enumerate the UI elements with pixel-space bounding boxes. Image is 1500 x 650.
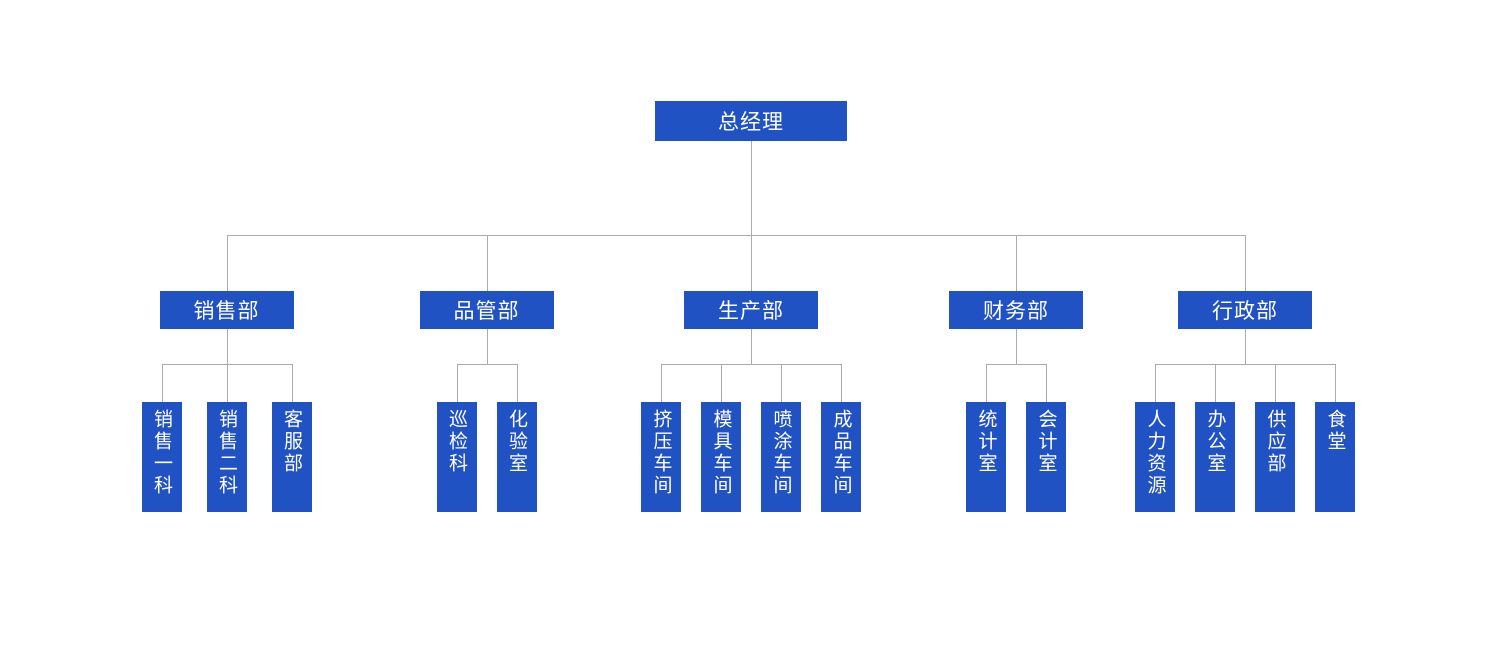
sub-node-2-0: 挤压车间 <box>641 402 681 512</box>
connector-line <box>1335 364 1336 402</box>
dept-node-0: 销售部 <box>159 291 294 329</box>
connector-line <box>1155 364 1156 402</box>
connector-line <box>661 364 662 402</box>
connector-line <box>226 364 228 402</box>
sub-node-0-0-label: 销售一科 <box>151 409 173 497</box>
connector-line <box>516 364 518 402</box>
sub-node-3-1: 会计室 <box>1026 402 1066 512</box>
dept-node-2-label: 生产部 <box>718 299 784 323</box>
sub-node-0-0: 销售一科 <box>141 402 182 512</box>
connector-line <box>1275 364 1276 402</box>
sub-node-4-1: 办公室 <box>1195 402 1235 512</box>
connector-line <box>226 329 228 364</box>
connector-line <box>456 364 458 402</box>
sub-node-4-2: 供应部 <box>1255 402 1295 512</box>
connector-line <box>986 364 987 402</box>
dept-node-0-label: 销售部 <box>193 299 260 323</box>
sub-node-2-3: 成品车间 <box>821 402 861 512</box>
sub-node-2-1: 模具车间 <box>701 402 741 512</box>
connector-line <box>986 364 1046 365</box>
sub-node-1-0-label: 巡检科 <box>446 409 468 475</box>
connector-line <box>456 364 517 365</box>
sub-node-2-3-label: 成品车间 <box>830 409 853 497</box>
sub-node-0-1: 销售二科 <box>206 402 247 512</box>
sub-node-4-0: 人力资源 <box>1135 402 1175 512</box>
dept-node-4: 行政部 <box>1178 291 1312 329</box>
connector-line <box>781 364 782 402</box>
dept-node-1: 品管部 <box>419 291 554 329</box>
connector-line <box>1155 364 1335 365</box>
connector-line <box>1016 235 1017 291</box>
connector-line <box>1245 235 1246 291</box>
sub-node-4-2-label: 供应部 <box>1264 409 1287 475</box>
sub-node-3-0-label: 统计室 <box>975 409 998 475</box>
sub-node-2-1-label: 模具车间 <box>710 409 733 497</box>
connector-line <box>1215 364 1216 402</box>
sub-node-0-1-label: 销售二科 <box>216 409 238 497</box>
connector-line <box>226 235 228 291</box>
connector-line <box>486 329 488 364</box>
connector-line <box>751 329 752 364</box>
sub-node-0-2: 客服部 <box>271 402 312 512</box>
root-node: 总经理 <box>655 101 847 141</box>
sub-node-4-1-label: 办公室 <box>1204 409 1227 475</box>
connector-line <box>161 364 163 402</box>
sub-node-0-2-label: 客服部 <box>281 409 303 475</box>
dept-node-3-label: 财务部 <box>983 299 1049 323</box>
connector-line <box>486 235 488 291</box>
dept-node-1-label: 品管部 <box>453 299 520 323</box>
sub-node-3-0: 统计室 <box>966 402 1006 512</box>
connector-line <box>751 141 752 235</box>
connector-line <box>721 364 722 402</box>
dept-node-4-label: 行政部 <box>1212 299 1278 323</box>
connector-line <box>751 235 752 291</box>
connector-line <box>841 364 842 402</box>
sub-node-4-0-label: 人力资源 <box>1144 409 1167 497</box>
connector-line <box>291 364 293 402</box>
connector-line <box>1245 329 1246 364</box>
connector-line <box>1046 364 1047 402</box>
sub-node-2-2-label: 喷涂车间 <box>770 409 793 497</box>
sub-node-1-0: 巡检科 <box>436 402 477 512</box>
sub-node-1-1: 化验室 <box>496 402 537 512</box>
connector-line <box>661 364 841 365</box>
sub-node-4-3-label: 食堂 <box>1324 409 1347 453</box>
sub-node-3-1-label: 会计室 <box>1035 409 1058 475</box>
sub-node-1-1-label: 化验室 <box>506 409 528 475</box>
sub-node-2-2: 喷涂车间 <box>761 402 801 512</box>
sub-node-4-3: 食堂 <box>1315 402 1355 512</box>
dept-node-3: 财务部 <box>949 291 1083 329</box>
connector-line <box>1016 329 1017 364</box>
dept-node-2: 生产部 <box>684 291 818 329</box>
sub-node-2-0-label: 挤压车间 <box>650 409 673 497</box>
connector-line <box>226 235 1245 236</box>
root-node-label: 总经理 <box>718 110 784 134</box>
